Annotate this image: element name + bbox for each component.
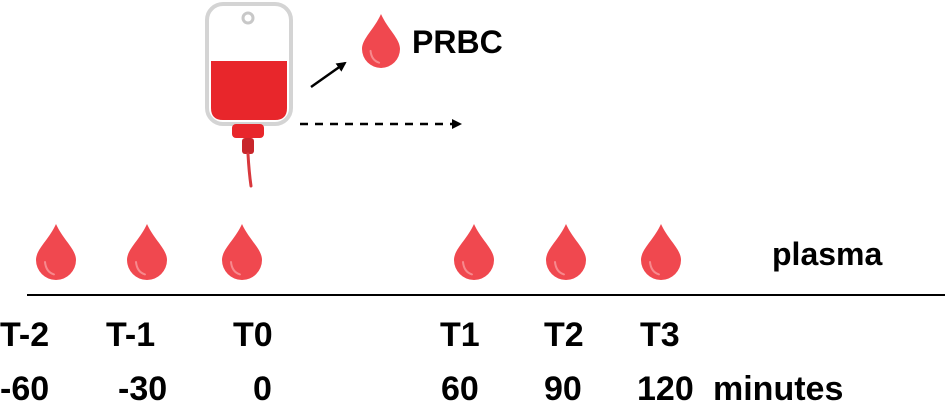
minutes-unit-label: minutes bbox=[713, 370, 844, 408]
timepoint-label: T2 bbox=[544, 316, 584, 354]
blood-drop-icon bbox=[641, 224, 681, 280]
prbc-arrow bbox=[310, 61, 347, 89]
timepoint-minutes: -60 bbox=[0, 370, 50, 408]
blood-drop-icon bbox=[222, 224, 262, 280]
blood-drop-icon bbox=[36, 224, 76, 280]
blood-drop-icon bbox=[362, 14, 400, 68]
prbc-label: PRBC bbox=[412, 24, 503, 60]
blood-drop-icon bbox=[546, 224, 586, 280]
timepoint-minutes: 60 bbox=[441, 370, 479, 408]
timepoint-minutes: -30 bbox=[118, 370, 168, 408]
timepoint-minutes: 120 bbox=[637, 370, 694, 408]
blood-drop-icon bbox=[454, 224, 494, 280]
timepoint-label: T1 bbox=[440, 316, 480, 354]
timepoint-label: T3 bbox=[640, 316, 680, 354]
blood-bag-icon bbox=[205, 2, 293, 188]
plasma-label: plasma bbox=[772, 236, 883, 272]
timepoint-label: T0 bbox=[233, 316, 273, 354]
plasma-drops bbox=[36, 224, 681, 280]
timepoint-label: T-1 bbox=[106, 316, 156, 354]
timepoint-label: T-2 bbox=[0, 316, 50, 354]
timepoint-minutes: 0 bbox=[253, 370, 272, 408]
blood-drop-icon bbox=[362, 14, 400, 68]
blood-drop-icon bbox=[127, 224, 167, 280]
timepoint-minutes: 90 bbox=[544, 370, 582, 408]
